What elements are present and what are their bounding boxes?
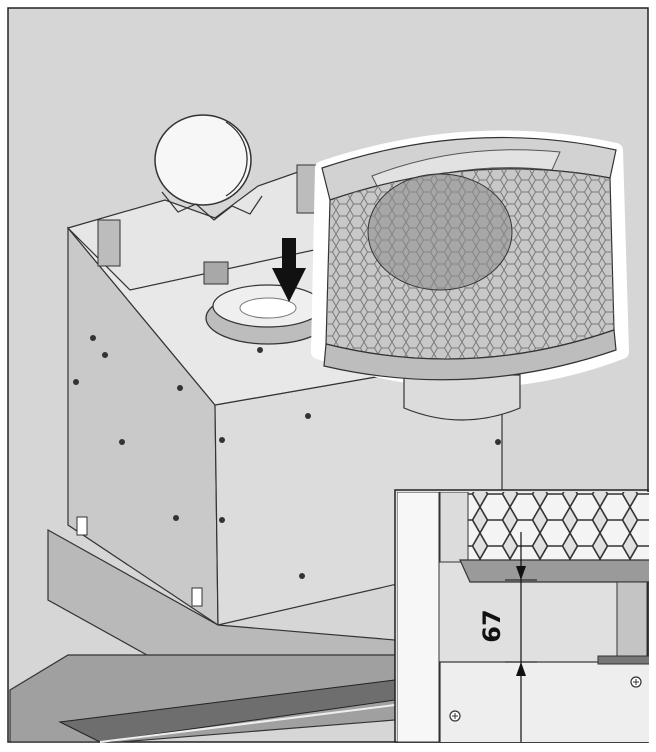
dimension-arrow-top bbox=[516, 566, 526, 580]
inset-filter-base bbox=[459, 559, 649, 583]
filter-duct bbox=[403, 374, 521, 421]
tab-lower-left bbox=[76, 516, 88, 536]
bracket-left bbox=[97, 219, 121, 267]
tab-lower-right bbox=[191, 587, 203, 607]
filter-bottom-band bbox=[323, 329, 617, 381]
inset-filter-frame bbox=[439, 492, 469, 563]
torn-cutout bbox=[161, 191, 263, 221]
fan-blades bbox=[239, 297, 297, 319]
inset-post bbox=[616, 581, 648, 663]
inset-mesh bbox=[468, 492, 649, 560]
arrow-down-icon bbox=[272, 238, 306, 302]
cover-disk-edge bbox=[225, 121, 248, 197]
inset-hood-lip bbox=[597, 655, 649, 665]
dimension-label: 67 bbox=[478, 609, 506, 643]
terminal-block bbox=[203, 261, 229, 285]
inset-hood-top bbox=[439, 661, 649, 742]
inset-wall bbox=[397, 492, 440, 742]
canopy-strip bbox=[99, 704, 396, 743]
filter-inner-duct bbox=[367, 173, 513, 291]
cover-disk bbox=[154, 114, 252, 206]
dimension-arrow-bottom bbox=[516, 662, 526, 676]
